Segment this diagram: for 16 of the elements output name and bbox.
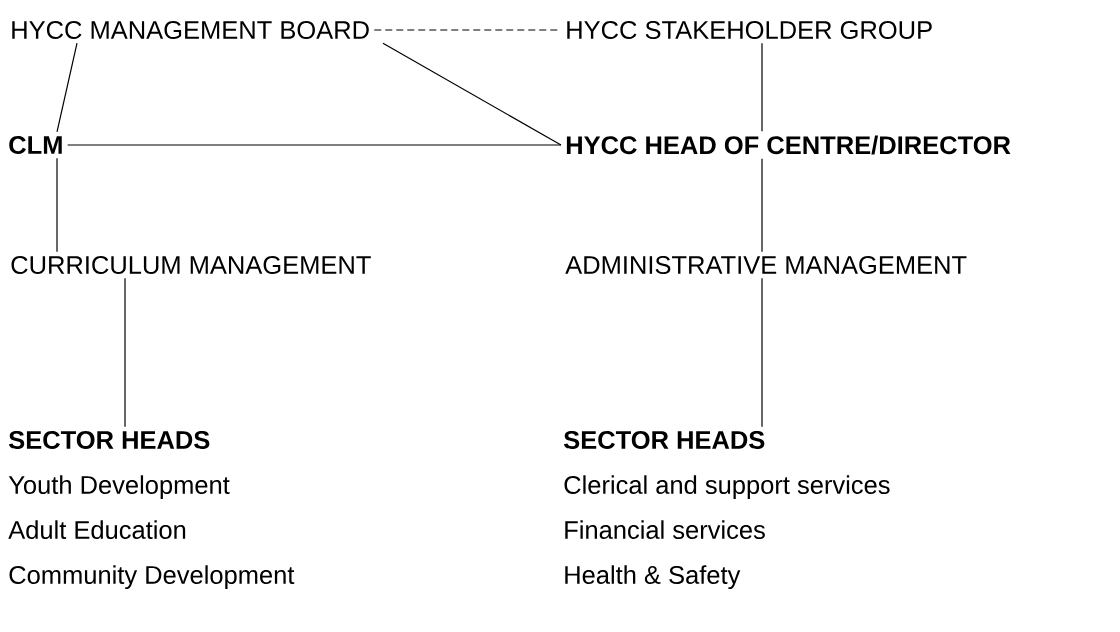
org-label: CURRICULUM MANAGEMENT	[11, 255, 371, 274]
org-label: SECTOR HEADS Clerical and support services Financial services Health & Safety	[563, 430, 890, 590]
org-label: SECTOR HEADS Youth Development Adult Education Community Development	[8, 430, 295, 590]
org-label: HYCC STAKEHOLDER GROUP	[567, 20, 932, 39]
connector-line	[761, 277, 763, 428]
connector-line	[67, 144, 562, 146]
org-label: ADMINISTRATIVE MANAGEMENT	[565, 255, 967, 274]
org-label: CLM	[9, 135, 62, 154]
connector-line	[761, 158, 763, 253]
connector-line	[56, 42, 78, 133]
org-label: HYCC HEAD OF CENTRE/DIRECTOR	[566, 135, 1011, 155]
org-label: HYCC MANAGEMENT BOARD	[12, 20, 369, 39]
connector-line	[382, 42, 562, 146]
connector-line	[56, 157, 58, 253]
connector-line	[761, 42, 763, 132]
connector-line	[124, 277, 126, 428]
